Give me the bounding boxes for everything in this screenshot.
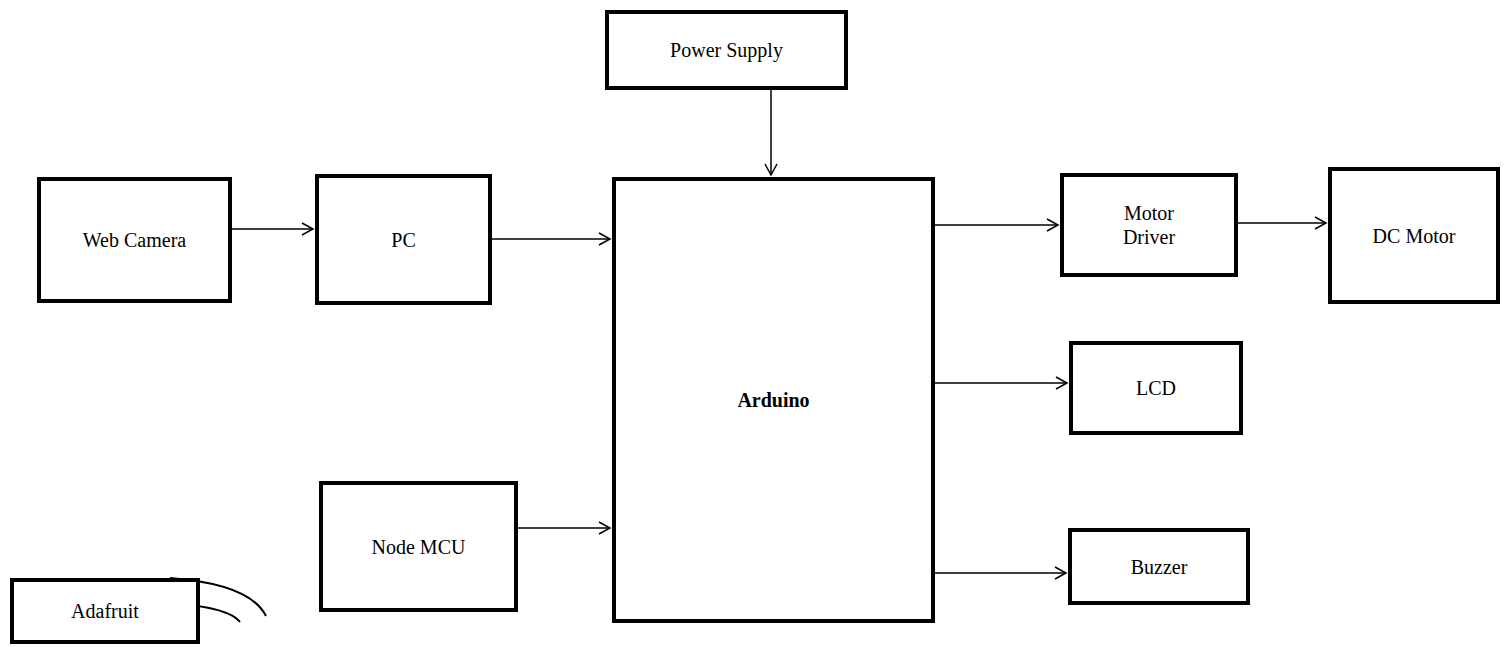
wifi-module-box: Node MCU [319, 481, 518, 612]
node-label: PC [391, 228, 415, 252]
driver-box: Motor Driver [1060, 173, 1238, 277]
node-label: Buzzer [1131, 555, 1188, 579]
arrow-connector [1238, 222, 1326, 224]
node-label: LCD [1136, 376, 1176, 400]
arrow-connector [770, 90, 772, 175]
arrow-connector [232, 228, 313, 230]
display-box: LCD [1069, 341, 1243, 435]
buzzer-box: Buzzer [1068, 528, 1250, 605]
controller-box: Arduino [612, 177, 935, 623]
node-label: Arduino [737, 388, 809, 412]
cloud-box: Adafruit [10, 578, 200, 644]
node-label: Motor Driver [1104, 201, 1194, 249]
motor-box: DC Motor [1328, 167, 1500, 304]
arrow-connector [492, 238, 610, 240]
arrow-connector [935, 572, 1066, 574]
camera-box: Web Camera [37, 177, 232, 303]
arrow-connector [935, 382, 1067, 384]
node-label: Web Camera [83, 228, 186, 252]
node-label: DC Motor [1373, 224, 1456, 248]
arrow-connector [518, 527, 610, 529]
pc-box: PC [315, 174, 492, 305]
node-label: Adafruit [71, 599, 139, 623]
power-box: Power Supply [605, 10, 848, 90]
node-label: Power Supply [670, 38, 783, 62]
node-label: Node MCU [372, 535, 466, 559]
arrow-connector [935, 224, 1058, 226]
